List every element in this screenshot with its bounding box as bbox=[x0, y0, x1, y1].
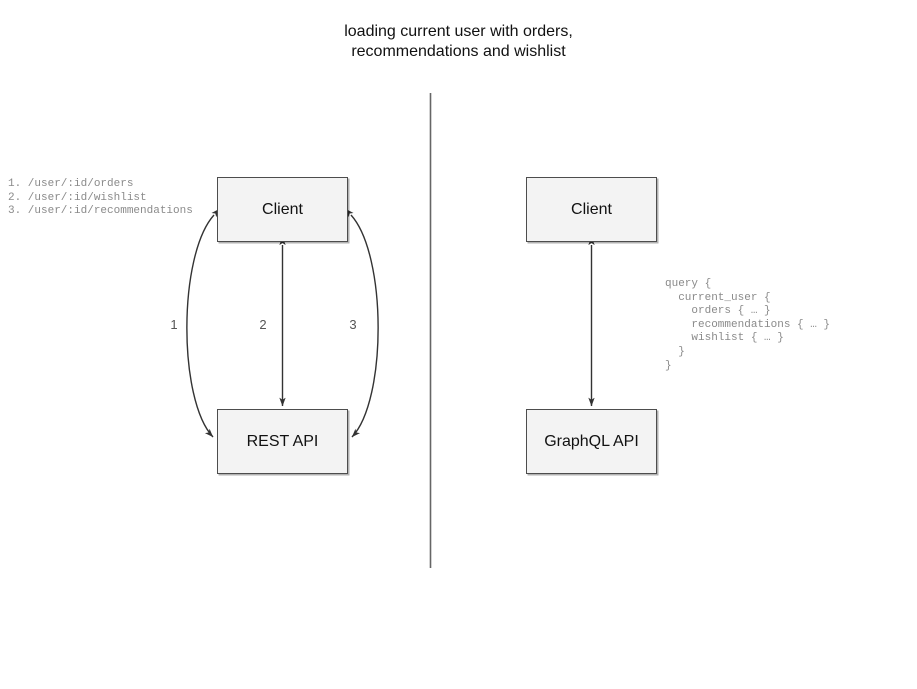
node-rest-api-label: REST API bbox=[246, 432, 319, 450]
node-graphql-client-label: Client bbox=[571, 200, 612, 218]
edge-label-2: 2 bbox=[259, 317, 267, 332]
node-rest-client[interactable]: Client bbox=[217, 177, 348, 242]
node-rest-api[interactable]: REST API bbox=[217, 409, 348, 474]
node-rest-client-label: Client bbox=[262, 200, 303, 218]
edge-label-3: 3 bbox=[349, 317, 357, 332]
node-graphql-client[interactable]: Client bbox=[526, 177, 657, 242]
page-title: loading current user with orders, recomm… bbox=[344, 23, 573, 60]
node-graphql-api[interactable]: GraphQL API bbox=[526, 409, 657, 474]
node-graphql-api-label: GraphQL API bbox=[544, 432, 639, 450]
graphql-query-snippet: query { current_user { orders { … } reco… bbox=[665, 278, 831, 372]
rest-endpoint-list: 1. /user/:id/orders 2. /user/:id/wishlis… bbox=[8, 178, 193, 218]
edge-rest-1 bbox=[186, 208, 220, 438]
edge-label-1: 1 bbox=[170, 317, 178, 332]
